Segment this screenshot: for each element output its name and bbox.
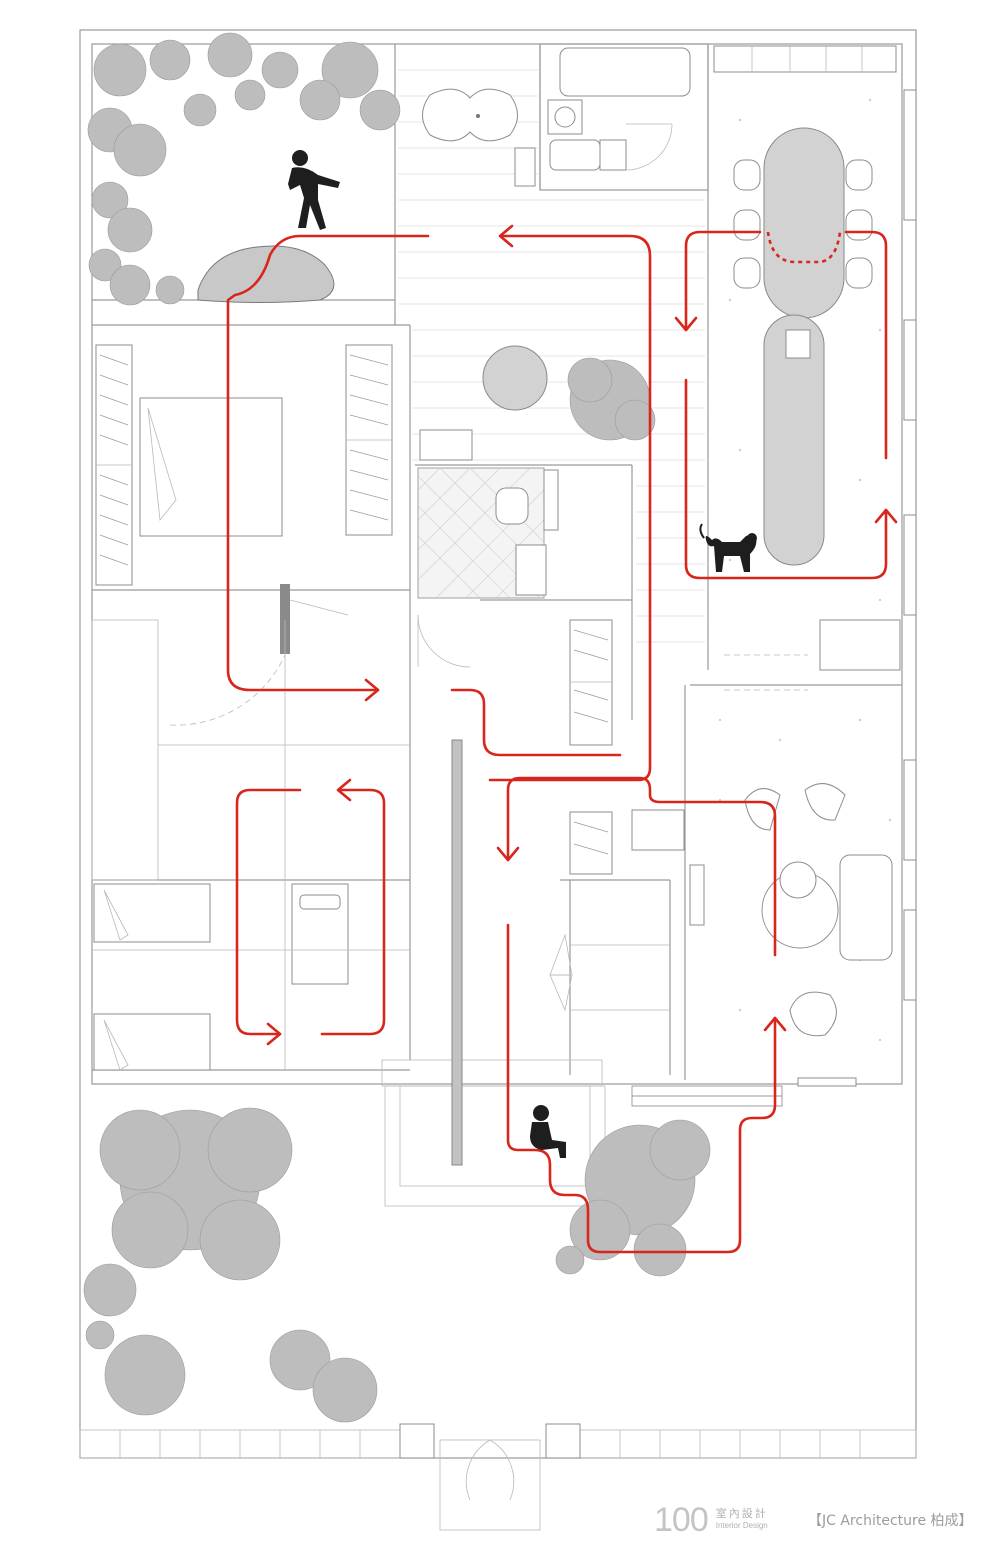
- site-boundary: [79, 29, 917, 1531]
- brand-text: 室內設計 Interior Design: [716, 1508, 768, 1532]
- kitchen-island: [763, 314, 825, 566]
- bathtub-icon: [422, 88, 518, 142]
- person-walking-icon: [288, 150, 340, 230]
- door-swing-icon: [417, 614, 471, 668]
- brand-name-en: Interior Design: [715, 1521, 768, 1530]
- dining-table-icon: [763, 127, 845, 319]
- brand-name-cn: 室內設計: [715, 1508, 768, 1520]
- bathroom-top: [547, 47, 691, 171]
- living-room: [689, 783, 893, 1087]
- folding-screen: [549, 933, 573, 1012]
- sofa-icon: [839, 854, 893, 961]
- dog-icon: [699, 523, 757, 572]
- child-sitting-icon: [530, 1105, 566, 1158]
- terrazzo-floor: [698, 98, 892, 1042]
- lower-left-rooms: [91, 619, 410, 1071]
- round-table: [482, 345, 548, 411]
- brand-logo: 100 室內設計 Interior Design: [654, 1500, 768, 1539]
- garden-rock: [197, 245, 335, 303]
- stool: [419, 429, 473, 461]
- tree-icon: [567, 357, 656, 441]
- circulation-routes: [226, 224, 898, 1254]
- wardrobe-left: [95, 344, 393, 586]
- bed-icon: [139, 397, 283, 537]
- garden-bottom: [83, 1107, 711, 1423]
- dining-area: [713, 45, 917, 1001]
- timber-floor: [398, 69, 705, 643]
- brand-logo-number: 100: [654, 1500, 709, 1539]
- sliding-door: [280, 584, 290, 654]
- wet-area: [417, 467, 559, 599]
- bench: [514, 147, 536, 187]
- garden-top-left: [87, 32, 401, 306]
- architect-credit: 【JC Architecture 柏成】: [808, 1513, 973, 1529]
- partition-wall: [451, 739, 463, 1166]
- wardrobe-centre: [569, 619, 613, 875]
- tile-strip: [631, 1085, 783, 1107]
- toilet-icon: [495, 487, 529, 525]
